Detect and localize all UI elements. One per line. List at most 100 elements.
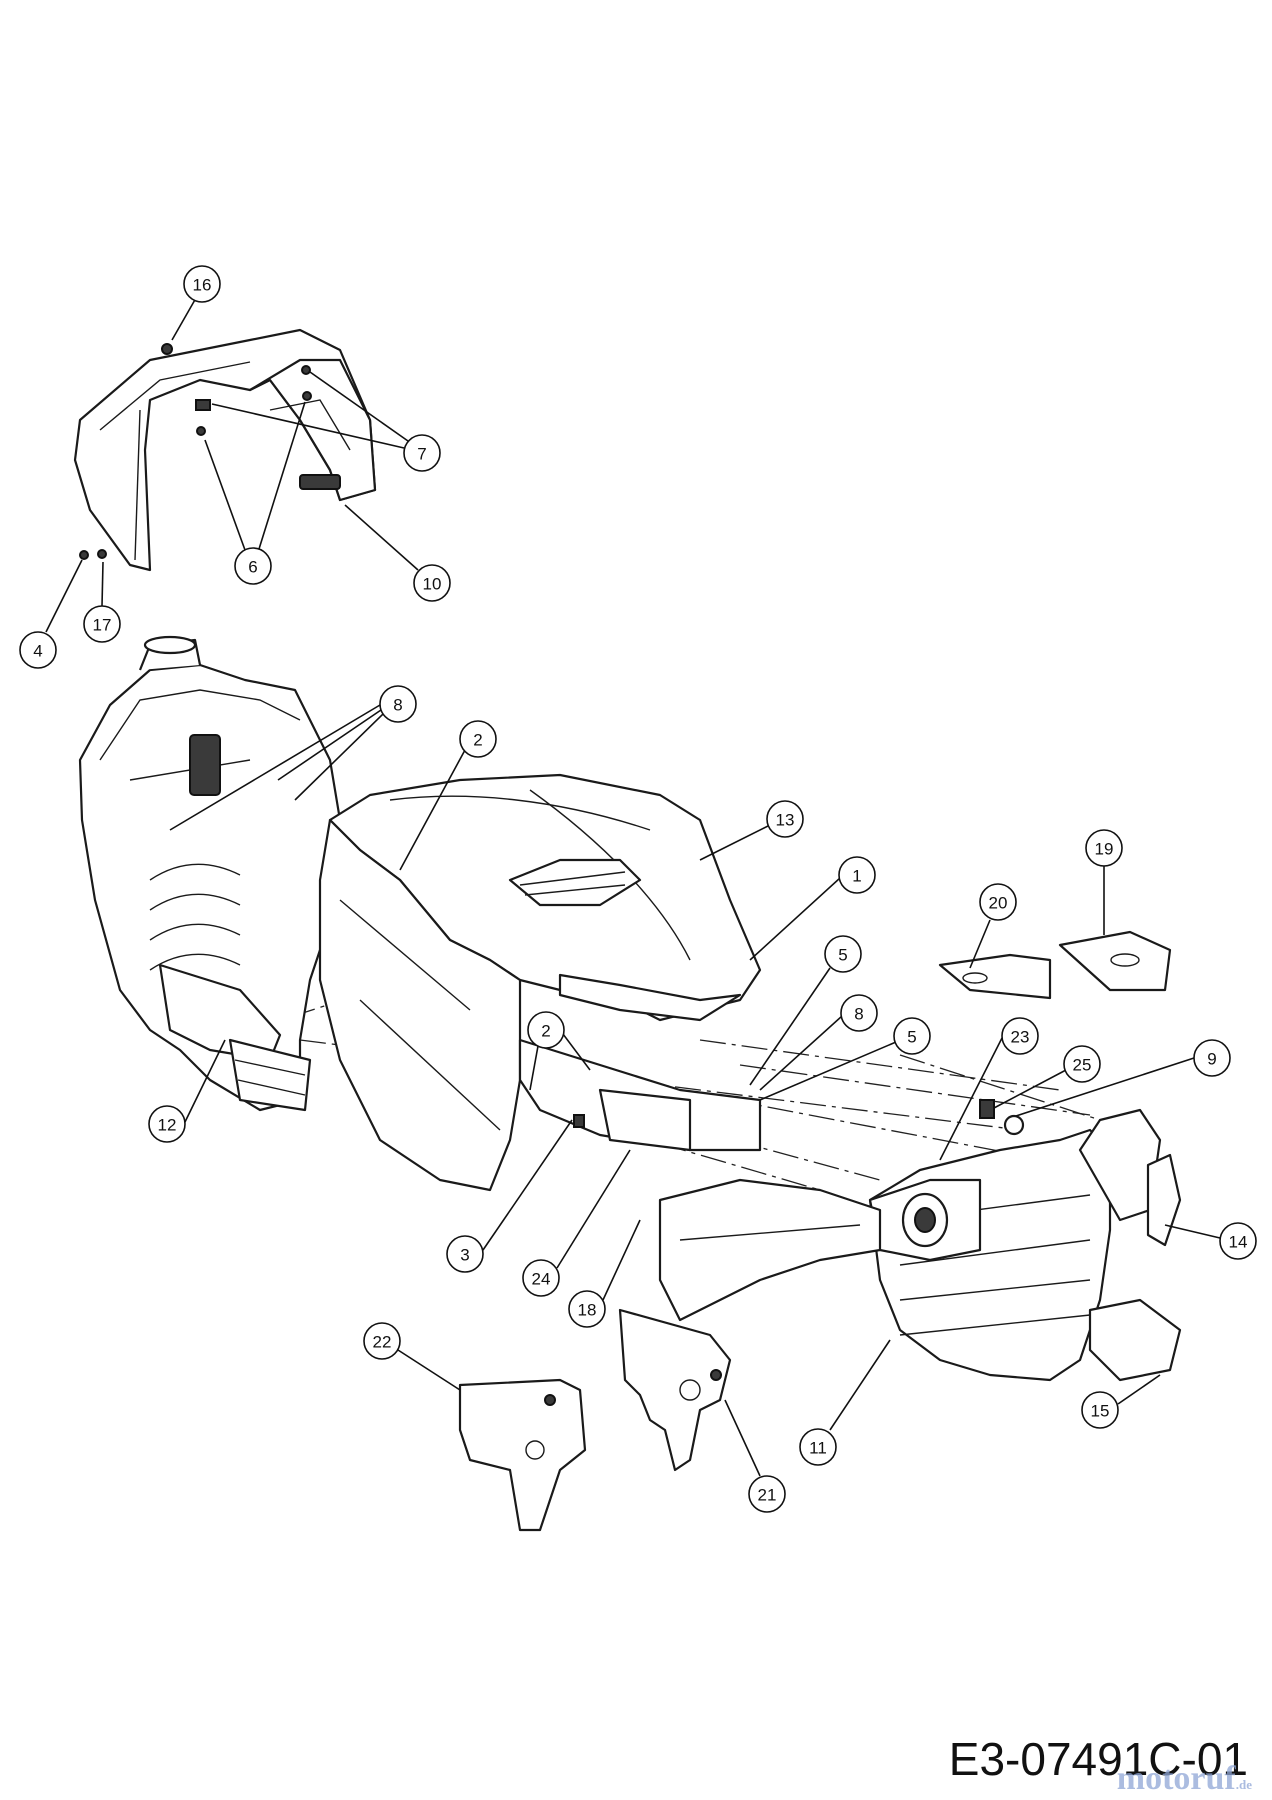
leader-lines [45, 297, 1221, 1477]
front-nose-part [1088, 1153, 1182, 1382]
callout-5: 5 [824, 935, 862, 973]
callout-5: 5 [893, 1017, 931, 1055]
callout-13: 13 [766, 800, 804, 838]
callout-circle [446, 1235, 484, 1273]
callout-21: 21 [748, 1475, 786, 1513]
callout-circle [824, 935, 862, 973]
callout-label: 7 [417, 445, 426, 464]
callout-14: 14 [1219, 1222, 1257, 1260]
callout-circle [1085, 829, 1123, 867]
rear-body-part [78, 635, 347, 1112]
front-grille-part [868, 1128, 1112, 1382]
watermark-name: motoruf [1116, 1760, 1236, 1797]
callout-label: 14 [1229, 1233, 1248, 1252]
callout-label: 12 [158, 1116, 177, 1135]
callout-6: 6 [234, 547, 272, 585]
callout-label: 5 [838, 946, 847, 965]
callout-circle [403, 434, 441, 472]
callout-circle [363, 1322, 401, 1360]
callout-23: 23 [1001, 1017, 1039, 1055]
callout-15: 15 [1081, 1391, 1119, 1429]
callout-circle [799, 1428, 837, 1466]
callout-circle [979, 883, 1017, 921]
watermark-logo: motoruf.de [1117, 1760, 1252, 1798]
callout-circle [19, 631, 57, 669]
callout-24: 24 [522, 1259, 560, 1297]
callout-17: 17 [83, 605, 121, 643]
callout-label: 25 [1073, 1056, 1092, 1075]
callout-label: 20 [989, 894, 1008, 913]
callout-circle [838, 856, 876, 894]
callout-label: 18 [578, 1301, 597, 1320]
callout-10: 10 [413, 564, 451, 602]
callout-circle [1063, 1045, 1101, 1083]
rear-fender-part [73, 328, 377, 572]
callout-circle [413, 564, 451, 602]
callout-circle [379, 685, 417, 723]
callout-3: 3 [446, 1235, 484, 1273]
drawing-code: E3-07491C-01 [948, 1733, 1248, 1785]
callout-label: 21 [758, 1486, 777, 1505]
callout-circle [148, 1105, 186, 1143]
callout-circle [234, 547, 272, 585]
callout-label: 2 [473, 731, 482, 750]
callout-circle [522, 1259, 560, 1297]
callout-circle [1081, 1391, 1119, 1429]
callout-label: 22 [373, 1333, 392, 1352]
callout-8: 8 [840, 994, 878, 1032]
callout-label: 19 [1095, 840, 1114, 859]
callout-circle [840, 994, 878, 1032]
hardware-parts [979, 1099, 1025, 1136]
callout-2: 2 [459, 720, 497, 758]
callout-2: 2 [527, 1011, 565, 1049]
callout-label: 23 [1011, 1028, 1030, 1047]
front-bumper-part [658, 1108, 1162, 1322]
callout-16: 16 [183, 265, 221, 303]
callout-1: 1 [838, 856, 876, 894]
callout-circle [893, 1017, 931, 1055]
callout-circle [1001, 1017, 1039, 1055]
callout-label: 5 [907, 1028, 916, 1047]
callout-label: 6 [248, 558, 257, 577]
callout-label: 4 [33, 642, 42, 661]
side-panel-part [318, 818, 762, 1192]
plate-parts [938, 930, 1172, 1000]
callout-8: 8 [379, 685, 417, 723]
callout-label: 1 [852, 867, 861, 886]
callout-label: 8 [854, 1005, 863, 1024]
callout-9: 9 [1193, 1039, 1231, 1077]
callout-25: 25 [1063, 1045, 1101, 1083]
bracket-parts [458, 1308, 732, 1532]
callout-18: 18 [568, 1290, 606, 1328]
callout-label: 3 [460, 1246, 469, 1265]
callout-11: 11 [799, 1428, 837, 1466]
callout-4: 4 [19, 631, 57, 669]
callout-7: 7 [403, 434, 441, 472]
callout-circle [459, 720, 497, 758]
callout-label: 15 [1091, 1402, 1110, 1421]
callout-circle [83, 605, 121, 643]
callout-label: 16 [193, 276, 212, 295]
callout-label: 8 [393, 696, 402, 715]
callout-label: 11 [809, 1439, 827, 1458]
callout-22: 22 [363, 1322, 401, 1360]
callout-circle [568, 1290, 606, 1328]
callout-label: 13 [776, 811, 795, 830]
callout-circle [527, 1011, 565, 1049]
callout-label: 9 [1207, 1050, 1216, 1069]
callout-19: 19 [1085, 829, 1123, 867]
callout-label: 17 [93, 616, 112, 635]
callout-circle [1193, 1039, 1231, 1077]
callout-20: 20 [979, 883, 1017, 921]
callout-circle [183, 265, 221, 303]
hood-part [328, 773, 762, 1022]
callout-label: 10 [423, 575, 442, 594]
callout-circle [766, 800, 804, 838]
callout-label: 24 [532, 1270, 551, 1289]
callout-label: 2 [541, 1022, 550, 1041]
callout-12: 12 [148, 1105, 186, 1143]
callout-circle [748, 1475, 786, 1513]
watermark-domain: .de [1235, 1777, 1252, 1792]
